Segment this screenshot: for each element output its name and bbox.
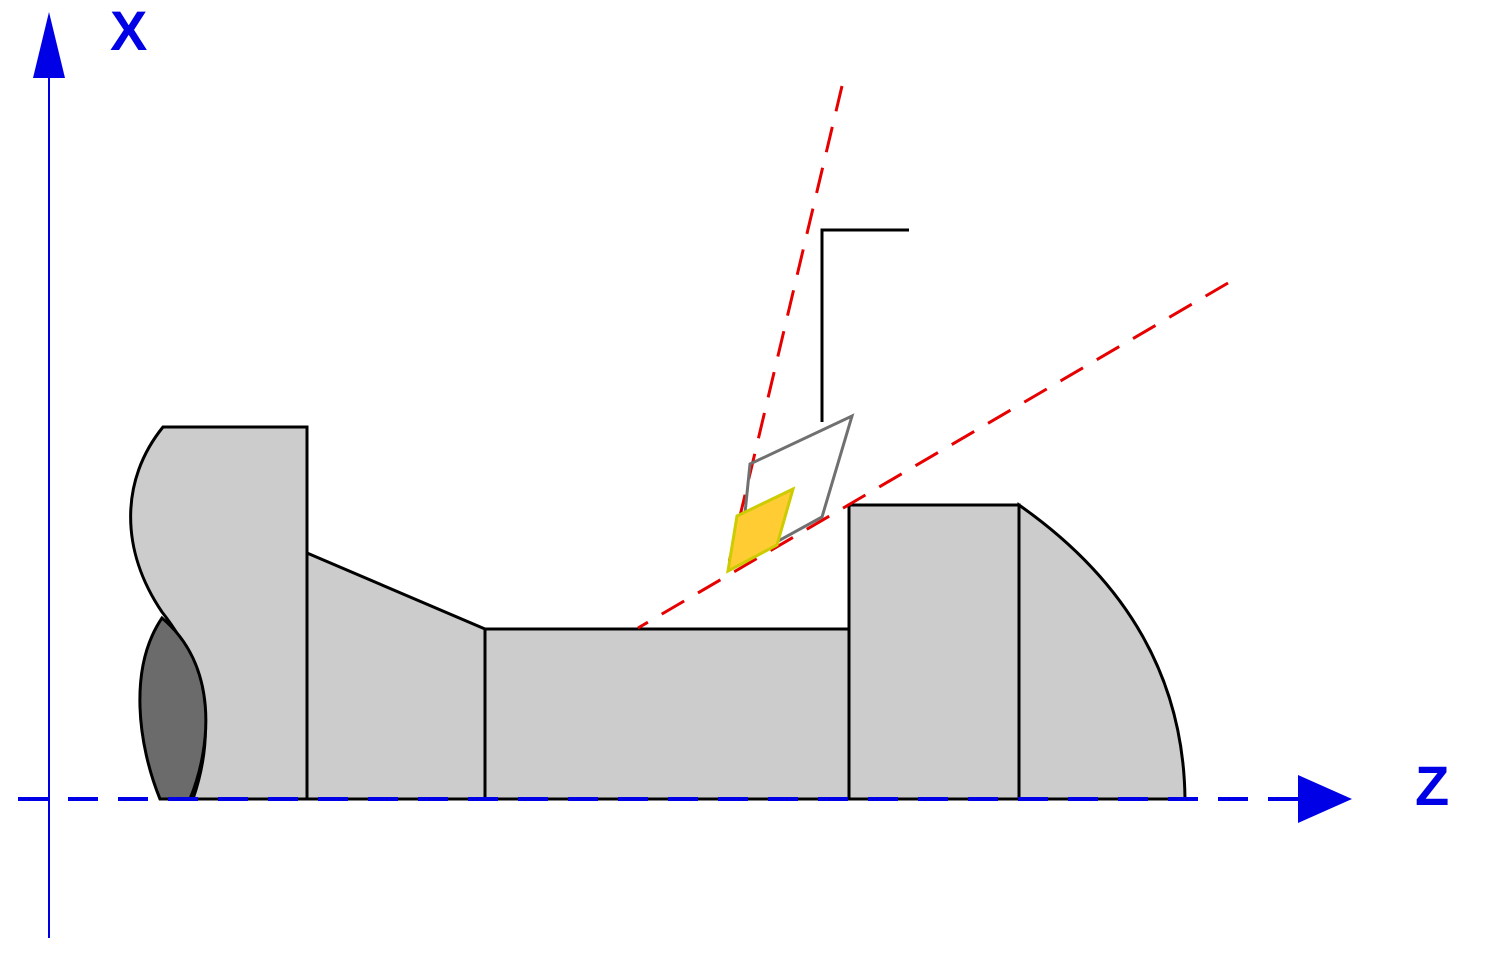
z-axis-arrow-icon	[1298, 775, 1352, 823]
cylinder-section	[483, 627, 851, 801]
cutting-insert	[726, 486, 796, 574]
x-axis-label: X	[110, 0, 147, 62]
z-axis-label: Z	[1415, 754, 1449, 817]
reference-line-shallow	[637, 281, 1229, 630]
workpiece	[129, 425, 1187, 801]
shoulder-section	[847, 503, 1021, 801]
taper-section	[305, 550, 487, 801]
arc-section	[1017, 502, 1187, 801]
x-axis-arrow-icon	[33, 12, 65, 78]
tool-holder-shank	[820, 228, 909, 422]
